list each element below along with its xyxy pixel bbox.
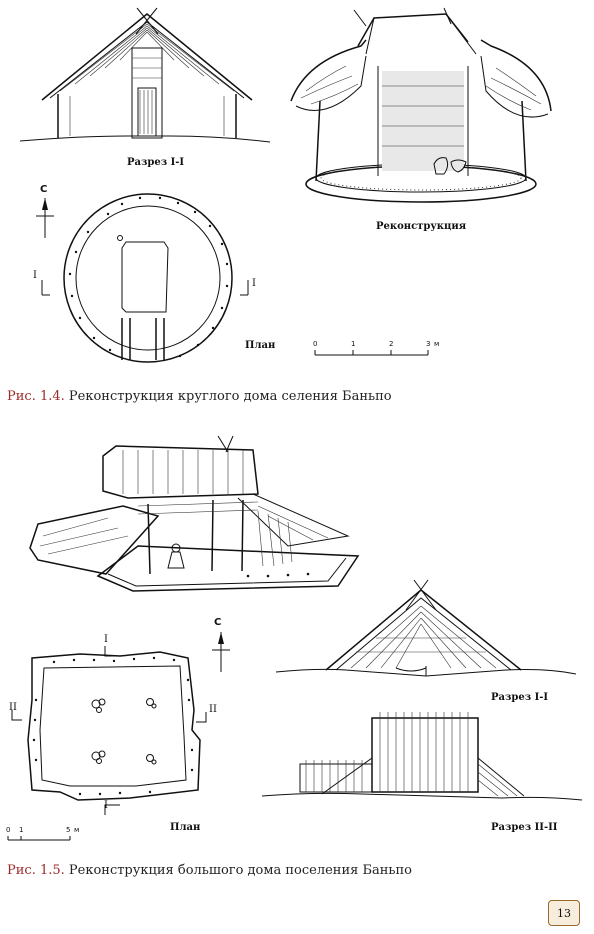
round-house-plan-drawing: [41, 193, 249, 363]
scale-tick-0: 0: [313, 340, 318, 348]
section-i-i-label: Разрез I-I: [127, 157, 185, 168]
north-arrow-icon-1-5: [212, 632, 230, 672]
scale-bar-1-4: [314, 350, 429, 356]
mark-left: I: [33, 270, 37, 281]
scale-1-5-tick-1: 1: [19, 826, 24, 834]
long-house-reconstruction-drawing: [29, 435, 360, 592]
plan-label: План: [245, 340, 276, 351]
plan-mark-left: II: [9, 702, 17, 713]
caption-text: Реконструкция круглого дома селения Бань…: [64, 389, 392, 404]
plan-mark-right: II: [209, 704, 217, 715]
north-label: С: [40, 184, 48, 195]
scale-unit: м: [434, 340, 440, 348]
round-house-section-drawing: [19, 7, 271, 143]
north-label-1-5: С: [214, 617, 222, 628]
figure-1-5-caption: Рис. 1.5. Реконструкция большого дома по…: [7, 863, 412, 878]
north-arrow-icon: [36, 198, 54, 238]
reconstruction-label: Реконструкция: [376, 221, 467, 232]
scale-bar-1-5: [7, 836, 71, 841]
long-house-section-i-drawing: [275, 579, 577, 677]
caption-number-1-5: Рис. 1.5.: [7, 863, 65, 878]
long-house-section-ii-drawing: [261, 712, 583, 801]
mark-right: I: [252, 278, 256, 289]
page-number: 13: [548, 900, 580, 926]
caption-number: Рис. 1.4.: [7, 389, 65, 404]
scale-tick-1: 1: [351, 340, 356, 348]
caption-text-1-5: Реконструкция большого дома поселения Ба…: [64, 863, 412, 878]
section-1-5-i-label: Разрез I-I: [491, 692, 549, 703]
scale-tick-2: 2: [389, 340, 394, 348]
round-house-reconstruction-drawing: [290, 7, 552, 203]
section-1-5-ii-label: Разрез II-II: [491, 822, 558, 833]
plan-label-1-5: План: [170, 822, 201, 833]
figure-1-4-caption: Рис. 1.4. Реконструкция круглого дома се…: [7, 389, 392, 404]
scale-1-5-unit: м: [74, 826, 80, 834]
scale-1-5-tick-5: 5: [66, 826, 71, 834]
plan-mark-top-1: I: [104, 634, 108, 645]
long-house-plan-drawing: [11, 646, 207, 815]
scale-1-5-tick-0: 0: [6, 826, 11, 834]
scale-tick-3: 3: [426, 340, 431, 348]
